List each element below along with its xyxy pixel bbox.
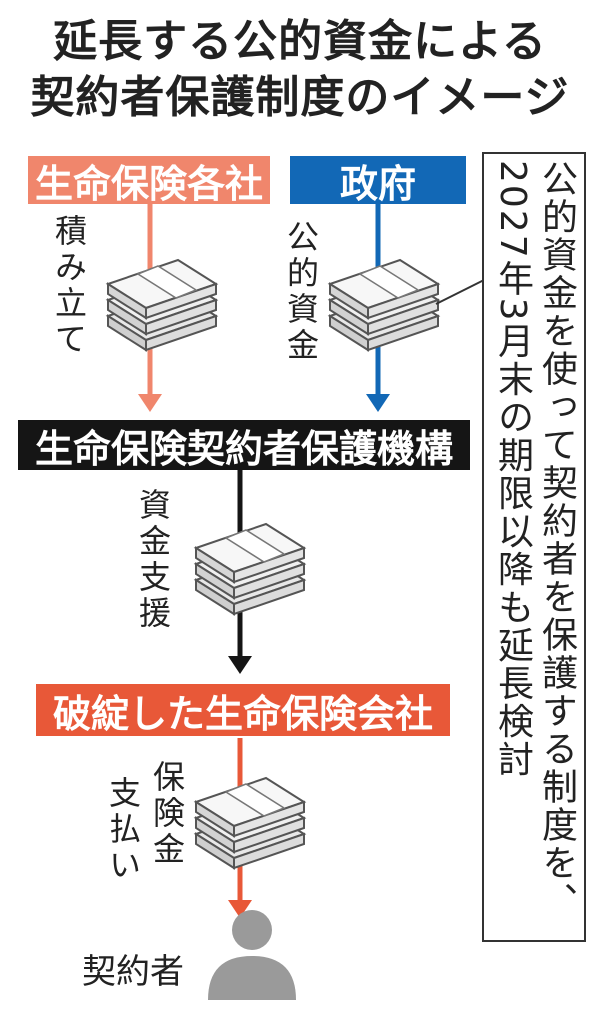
money-stack-icon-1 xyxy=(107,259,217,351)
label-insurance-payment-1: 保険金 xyxy=(148,760,186,868)
callout-text: 公的資金を使って契約者を保護する制度を、2027年3月末の期限以降も延長検討 xyxy=(492,160,577,920)
label-public-funds: 公的資金 xyxy=(282,220,320,364)
money-stack-icon-2 xyxy=(329,259,439,351)
money-stack-icon-3 xyxy=(195,523,305,615)
box-protection-organization: 生命保険契約者保護機構 xyxy=(18,420,470,471)
callout-box: 公的資金を使って契約者を保護する制度を、2027年3月末の期限以降も延長検討 xyxy=(482,152,586,942)
box-government: 政府 xyxy=(290,156,466,206)
arrow-insurance-payment-head xyxy=(228,900,252,918)
arrow-financial-support-head xyxy=(228,656,252,674)
money-stack-icon-4 xyxy=(195,777,305,869)
arrow-public-funds-head xyxy=(366,394,390,412)
box-life-insurers: 生命保険各社 xyxy=(28,156,270,206)
label-contractor: 契約者 xyxy=(82,952,184,992)
person-body-icon xyxy=(208,956,296,1000)
title-line-2: 契約者保護制度のイメージ xyxy=(30,72,570,123)
arrow-savings-head xyxy=(138,394,162,412)
box-failed-insurer: 破綻した生命保険会社 xyxy=(36,684,450,736)
label-financial-support: 資金支援 xyxy=(134,488,172,632)
label-insurance-payment-2: 支払い xyxy=(104,776,142,884)
label-savings: 積み立て xyxy=(50,214,88,358)
title-line-1: 延長する公的資金による xyxy=(53,16,547,67)
callout-pointer xyxy=(435,279,485,305)
person-head-icon xyxy=(232,910,272,950)
